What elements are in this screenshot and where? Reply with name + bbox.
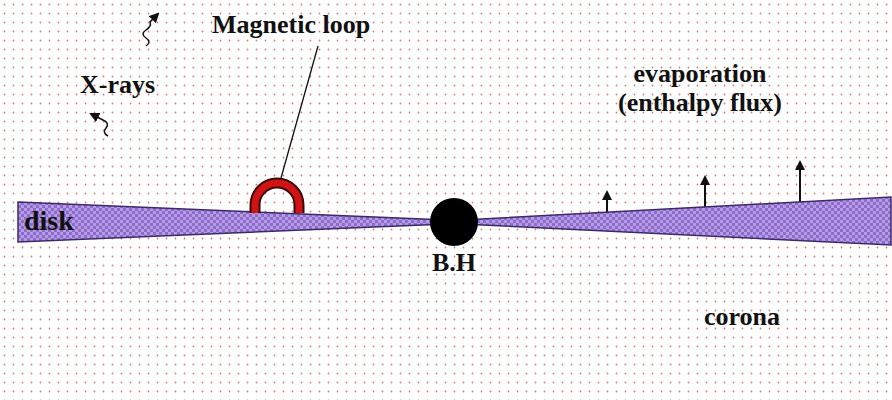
black-hole: B.H [425,195,483,278]
annotation-label: Magnetic loop [212,11,370,40]
magnetic-loop [255,183,299,213]
leader-line [281,46,318,178]
annotation-label: X-rays [80,71,155,100]
black-hole-label: B.H [432,250,476,276]
annotation-label: evaporation (enthalpy flux) [598,59,802,117]
disk-right-wedge [462,197,891,245]
disk-label: disk [24,207,74,235]
annotation-label: corona [704,303,780,332]
disk-left-wedge [18,202,446,242]
black-hole-circle [430,198,478,246]
magnetic-loop-outline [255,183,299,213]
xray-squiggle [91,114,108,136]
xray-squiggle [143,14,158,46]
